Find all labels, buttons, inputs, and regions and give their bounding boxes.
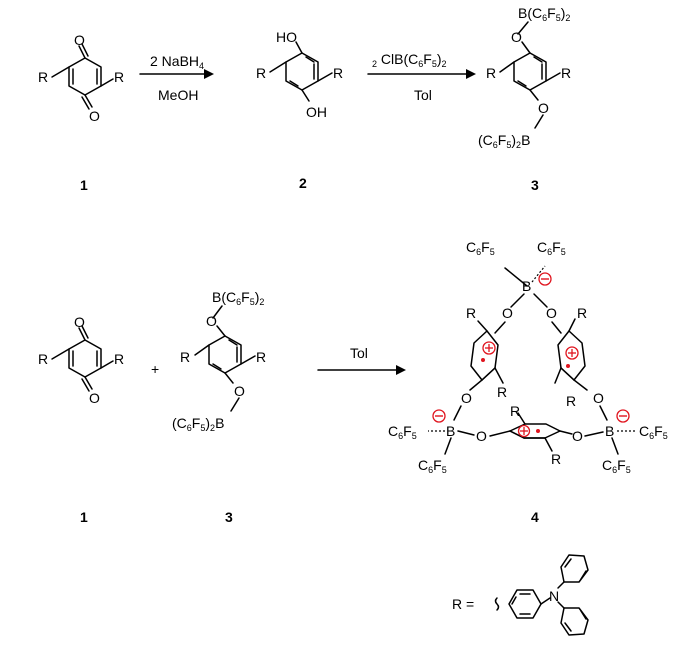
oxygen-label: O xyxy=(461,390,472,406)
c6f5-label: C6F5 xyxy=(418,457,447,475)
reaction-arrow-step1 xyxy=(139,69,214,79)
step3-solvent: Tol xyxy=(350,345,368,361)
c6f5-label: C6F5 xyxy=(537,239,566,257)
r-substituent-label: R xyxy=(497,384,507,400)
oxygen-label: O xyxy=(502,305,513,321)
step1-reagent: 2 NaBH4 xyxy=(150,53,204,71)
bisborylated-3-structure: O O B(C6F5)2 (C6F5)2B R R xyxy=(478,5,571,150)
c6f5-label: C6F5 xyxy=(602,457,631,475)
r-definition-label: R = xyxy=(452,596,474,612)
boron-label: B xyxy=(605,423,614,439)
r-substituent-label: R xyxy=(566,393,576,409)
c6f5-label: C6F5 xyxy=(639,423,668,441)
boron-label: B xyxy=(446,423,455,439)
r-substituent-label: R xyxy=(510,403,520,419)
oxo-label: O xyxy=(74,314,85,330)
oxygen-label: O xyxy=(476,428,487,444)
nitrogen-label: N xyxy=(549,588,559,604)
oxygen-label: O xyxy=(593,390,604,406)
r-substituent-label: R xyxy=(114,69,124,85)
r-group-definition: R = N xyxy=(452,554,589,636)
compound-number-4: 4 xyxy=(531,509,539,525)
r-substituent-label: R xyxy=(256,65,266,81)
quinone-1-structure: O O R R xyxy=(38,32,124,124)
reaction-arrow-step2 xyxy=(367,69,476,79)
oxygen-label: O xyxy=(546,305,557,321)
reaction-arrow-step3 xyxy=(317,365,406,375)
r-substituent-label: R xyxy=(466,305,476,321)
step1-solvent: MeOH xyxy=(158,87,198,103)
boryl-group-label: B(C6F5)2 xyxy=(518,5,570,23)
oxo-label: O xyxy=(89,390,100,406)
r-substituent-label: R xyxy=(38,69,48,85)
r-substituent-label: R xyxy=(333,65,343,81)
r-substituent-label: R xyxy=(486,65,496,81)
wavy-bond-icon xyxy=(494,597,500,611)
oxygen-label: O xyxy=(206,313,217,329)
bisborylated-3-structure-row2: O O B(C6F5)2 (C6F5)2B R R xyxy=(172,289,266,433)
c6f5-label: C6F5 xyxy=(466,239,495,257)
compound-number-1: 1 xyxy=(80,177,88,193)
r-substituent-label: R xyxy=(561,65,571,81)
compound-number-2: 2 xyxy=(299,175,307,191)
compound-number-1-row2: 1 xyxy=(80,509,88,525)
r-substituent-label: R xyxy=(577,305,587,321)
quinone-1-structure-row2: O O R R xyxy=(38,314,124,406)
compound-number-3-row2: 3 xyxy=(225,509,233,525)
oxygen-label: O xyxy=(234,383,245,399)
r-substituent-label: R xyxy=(256,349,266,365)
compound-number-3: 3 xyxy=(531,177,539,193)
plus-sign: + xyxy=(151,361,159,377)
oxo-label: O xyxy=(89,108,100,124)
boryl-group-label: (C6F5)2B xyxy=(172,415,224,433)
step2-solvent: Tol xyxy=(414,87,432,103)
oxygen-label: O xyxy=(538,100,549,116)
r-substituent-label: R xyxy=(551,451,561,467)
boryl-group-label: B(C6F5)2 xyxy=(212,289,264,307)
r-substituent-label: R xyxy=(38,351,48,367)
oxygen-label: O xyxy=(572,428,583,444)
boron-label: B xyxy=(522,278,531,294)
step2-reagent: 2 ClB(C6F5)2 xyxy=(372,51,447,69)
hydroquinone-2-structure: HO OH R R xyxy=(256,29,343,120)
macrocycle-4-structure: B C6F5 C6F5 O O R R O R R O xyxy=(388,239,668,475)
hydroxyl-label: HO xyxy=(276,29,297,45)
r-substituent-label: R xyxy=(180,349,190,365)
r-substituent-label: R xyxy=(114,351,124,367)
oxygen-label: O xyxy=(511,29,522,45)
c6f5-label: C6F5 xyxy=(388,423,417,441)
boryl-group-label: (C6F5)2B xyxy=(478,132,530,150)
oxo-label: O xyxy=(74,32,85,48)
hydroxyl-label: OH xyxy=(306,104,327,120)
